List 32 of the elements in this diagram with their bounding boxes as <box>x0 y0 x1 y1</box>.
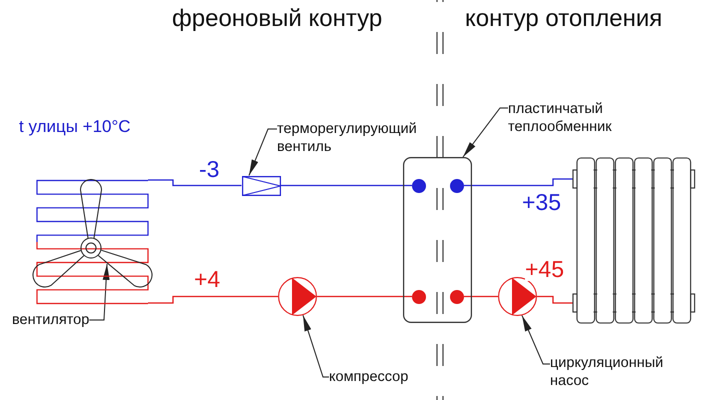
port-dot <box>450 290 464 304</box>
section-heading: контур отопления <box>465 7 662 31</box>
leader-line <box>88 264 110 320</box>
evaporator-coil <box>37 180 148 304</box>
fan-drawing <box>32 179 153 288</box>
temperature-label: +45 <box>525 258 564 281</box>
pipe-line <box>537 296 573 304</box>
radiator-drawing <box>573 157 696 324</box>
pipe-line <box>464 296 498 298</box>
pipe-line <box>317 296 412 298</box>
pipe-line <box>148 296 278 304</box>
callout-label: компрессор <box>329 368 408 386</box>
pipe-line <box>464 178 573 186</box>
valve-symbol <box>242 176 280 196</box>
pump-symbol <box>498 277 537 316</box>
callout-label: пластинчатый теплообменник <box>508 100 643 136</box>
heat-exchanger <box>403 157 472 323</box>
port-dot <box>412 179 426 193</box>
pipe-line <box>148 179 242 186</box>
compressor-symbol <box>278 277 317 316</box>
leader-line <box>302 314 330 378</box>
leader-line <box>462 108 508 158</box>
port-dot <box>412 290 426 304</box>
callout-label: циркуляционный насос <box>550 354 690 390</box>
temperature-note: t улицы +10°C <box>19 118 131 135</box>
leader-line <box>248 128 278 176</box>
pipe-line <box>280 184 412 186</box>
callout-label: терморегулирующий вентиль <box>277 120 442 156</box>
section-heading: фреоновый контур <box>172 7 382 31</box>
callout-label: вентилятор <box>12 311 90 329</box>
leader-line <box>522 314 550 364</box>
port-dot <box>450 179 464 193</box>
